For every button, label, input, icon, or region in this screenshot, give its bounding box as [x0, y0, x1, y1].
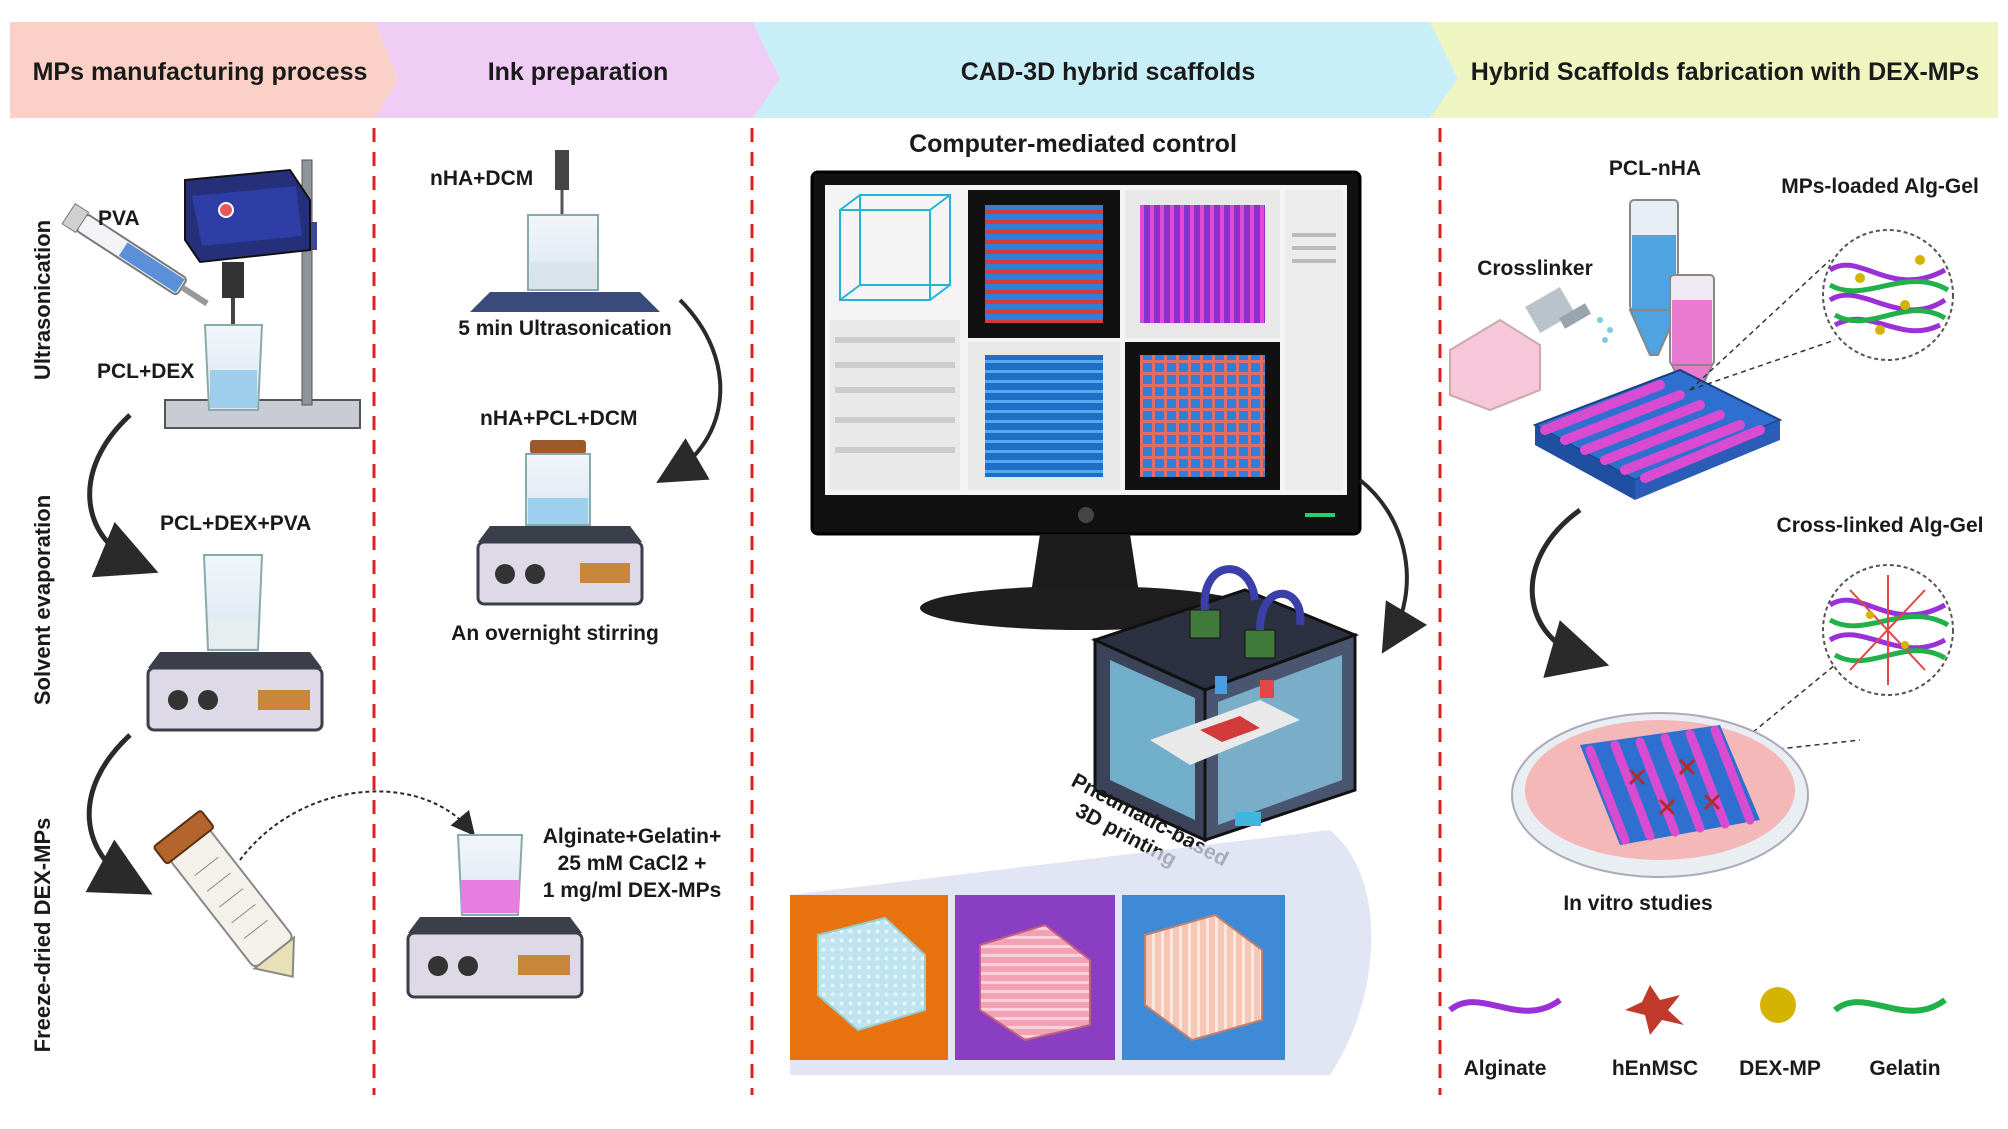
zoom-line-top-1	[1689, 339, 1836, 391]
column-ink: nHA+DCM 5 min Ultrasonication nHA+PCL+DC…	[239, 150, 723, 999]
scaffold-photo-3	[1122, 895, 1285, 1060]
legend-swatch-gelatin	[1833, 997, 1947, 1014]
legend-swatch-alginate	[1448, 997, 1562, 1014]
legend-swatch-henmsc	[1625, 985, 1684, 1035]
header-section-ink	[375, 22, 780, 118]
printed-scaffold-layers	[1532, 368, 1783, 500]
legend-label-dex-mp: DEX-MP	[1739, 1057, 1821, 1080]
cad-render-crosshatch	[1140, 355, 1265, 477]
header-section-fabrication	[1430, 22, 1998, 118]
zoom-line-bottom-1	[1724, 664, 1836, 756]
header-section-cad	[753, 22, 1458, 118]
cad-wireframe-cube	[839, 194, 951, 301]
printer-3d-illustration	[1090, 565, 1360, 843]
label-cross-linked-alg-gel: Cross-linked Alg-Gel	[1777, 514, 1984, 537]
scaffold-photo-1	[790, 895, 948, 1060]
column-cad: Computer-mediated control	[790, 130, 1428, 1075]
label-mps-loaded-alg-gel: MPs-loaded Alg-Gel	[1781, 175, 1979, 198]
header-section-mps	[10, 22, 398, 118]
crosslinker-spray-bottle	[1449, 287, 1613, 412]
arrow-ultrasonication-to-evaporation	[87, 413, 159, 578]
legend-label-alginate: Alginate	[1464, 1057, 1547, 1080]
header-label-ink: Ink preparation	[488, 58, 669, 86]
zoom-line-top-2	[1689, 259, 1831, 391]
cad-render-blue	[985, 355, 1103, 477]
falcon-tube-illustration	[153, 810, 296, 978]
computer-monitor	[810, 170, 1362, 630]
label-computer-mediated-control: Computer-mediated control	[909, 130, 1237, 158]
step-label-solvent-evaporation: Solvent evaporation	[30, 495, 55, 705]
label-in-vitro-studies: In vitro studies	[1563, 892, 1712, 915]
petri-dish-illustration	[1511, 712, 1809, 878]
label-overnight-stirring: An overnight stirring	[451, 622, 659, 645]
label-ink-line2: 25 mM CaCl2 +	[558, 852, 707, 875]
header-banner: MPs manufacturing process Ink preparatio…	[10, 22, 1998, 118]
magnetic-stirrer-2	[476, 440, 644, 606]
cross-linked-alg-gel-inset	[1822, 564, 1954, 696]
arrow-cad-to-printer	[1358, 478, 1428, 654]
header-label-mps: MPs manufacturing process	[33, 58, 368, 86]
arrow-evaporation-to-freeze	[85, 733, 153, 895]
label-pcl-nha: PCL-nHA	[1609, 157, 1701, 180]
ultrasonication-beaker	[470, 150, 660, 312]
mps-loaded-alg-gel-inset	[1822, 229, 1954, 361]
legend: Alginate hEnMSC DEX-MP Gelatin	[1448, 985, 1947, 1080]
label-5min-ultrasonication: 5 min Ultrasonication	[458, 317, 672, 340]
scaffold-photo-2	[955, 895, 1115, 1060]
label-nha-dcm: nHA+DCM	[430, 167, 533, 190]
step-label-ultrasonication: Ultrasonication	[30, 220, 55, 380]
magnetic-stirrer-1	[146, 554, 324, 732]
header-label-cad: CAD-3D hybrid scaffolds	[961, 58, 1255, 86]
magnetic-stirrer-3	[406, 834, 584, 999]
pcl-nha-syringe	[1628, 199, 1680, 356]
header-label-fabrication: Hybrid Scaffolds fabrication with DEX-MP…	[1471, 58, 1979, 86]
arrow-ultrasonication-to-stirring	[656, 298, 723, 484]
arrow-printing-to-culture	[1529, 507, 1610, 678]
ultrasonicator-illustration	[61, 159, 361, 429]
column-fabrication: PCL-nHA MPs-loaded Alg-Gel Crosslinker	[1448, 157, 1984, 1080]
cad-render-purple	[1140, 205, 1265, 323]
label-pva: PVA	[98, 207, 140, 230]
column-mps: Ultrasonication Solvent evaporation Free…	[30, 159, 361, 1053]
step-label-freeze-dried: Freeze-dried DEX-MPs	[30, 818, 55, 1053]
legend-swatch-dex-mp	[1760, 987, 1796, 1023]
label-nha-pcl-dcm: nHA+PCL+DCM	[480, 407, 638, 430]
label-pcl-dex: PCL+DEX	[97, 360, 194, 383]
arrow-mps-to-ink	[239, 790, 476, 861]
label-ink-line3: 1 mg/ml DEX-MPs	[543, 879, 722, 902]
label-crosslinker: Crosslinker	[1477, 257, 1593, 280]
label-ink-line1: Alginate+Gelatin+	[543, 825, 722, 848]
column-dividers	[372, 128, 1442, 1095]
legend-label-gelatin: Gelatin	[1869, 1057, 1940, 1080]
cad-render-red-blue	[985, 205, 1103, 323]
label-pcl-dex-pva: PCL+DEX+PVA	[160, 512, 311, 535]
legend-label-henmsc: hEnMSC	[1612, 1057, 1698, 1080]
